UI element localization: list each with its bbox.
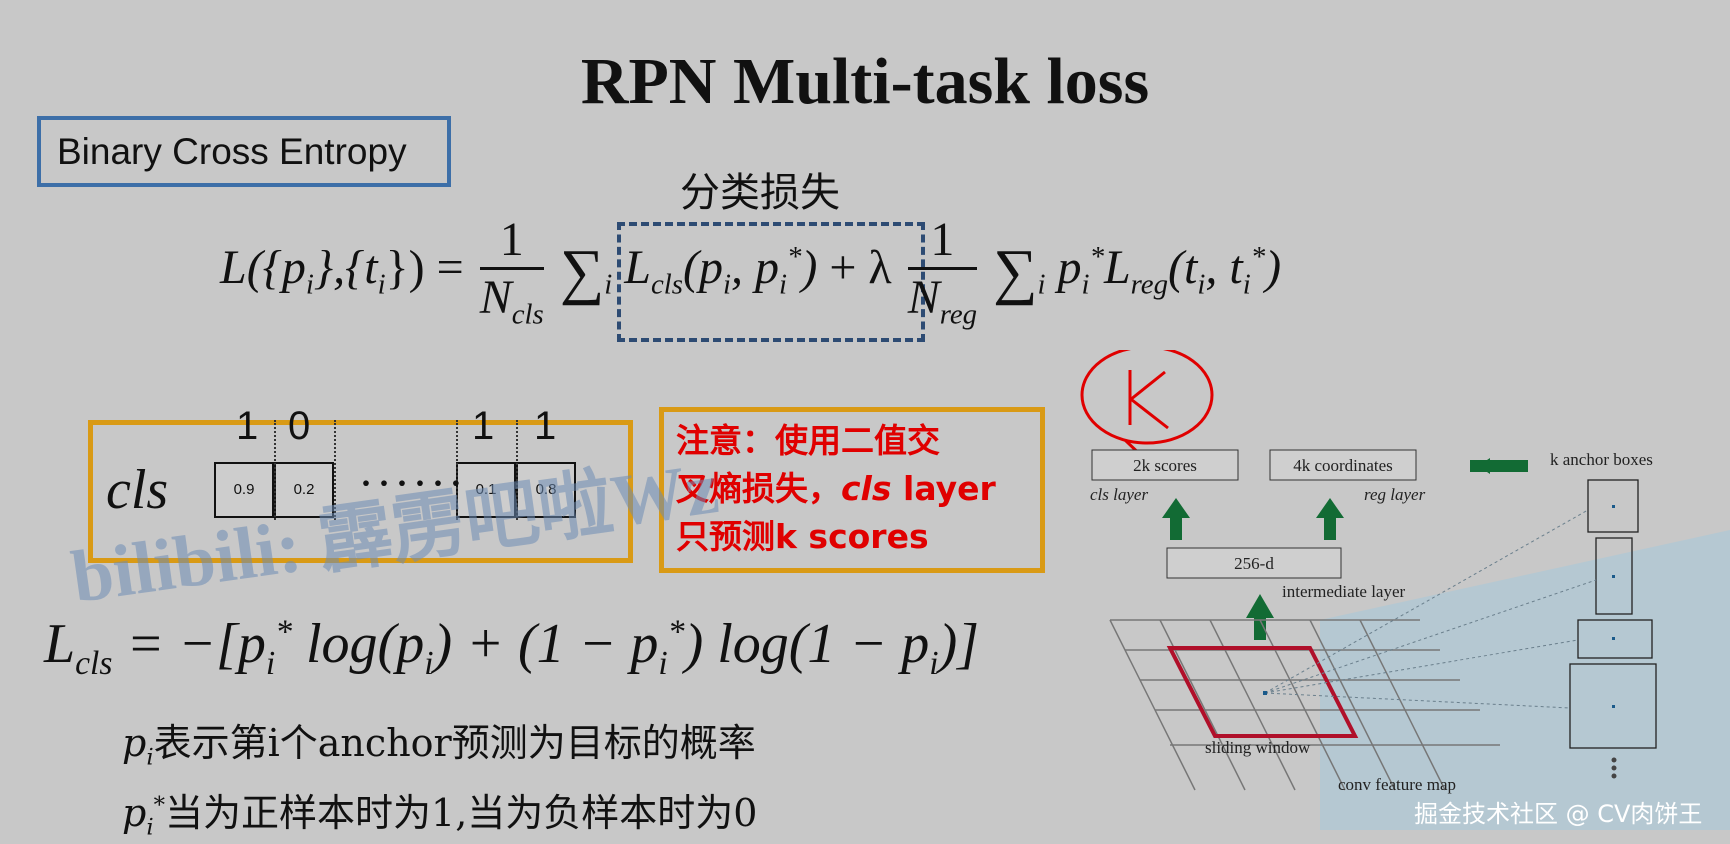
cls-label: cls xyxy=(106,459,169,521)
desc-pi-star: pi*当为正样本时为1,当为负样本时为0 xyxy=(122,791,758,841)
slide-title: RPN Multi-task loss xyxy=(580,45,1150,118)
reg-layer-label: reg layer xyxy=(1364,485,1426,504)
note-line-3: 只预测k scores xyxy=(676,517,929,556)
bce-label-box: Binary Cross Entropy xyxy=(37,116,451,187)
scores-label: 2k scores xyxy=(1133,456,1197,475)
note-line-1: 注意：使用二值交 xyxy=(676,421,940,460)
divider-dotted xyxy=(456,420,458,520)
intermediate-label: intermediate layer xyxy=(1282,582,1406,601)
label-bit-3: 1 xyxy=(472,404,495,448)
anchor-projection-shade xyxy=(1320,530,1730,830)
rpn-diagram: 2k scores 4k coordinates cls layer reg l… xyxy=(1080,350,1730,830)
ellipsis: ······ xyxy=(358,457,466,510)
score-cell-4: 0.8 xyxy=(516,462,576,518)
label-bit-2: 0 xyxy=(288,404,311,448)
divider-dotted xyxy=(274,420,276,520)
score-cell-1: 0.9 xyxy=(214,462,274,518)
label-bit-1: 1 xyxy=(236,404,259,448)
sliding-window-label: sliding window xyxy=(1205,738,1311,757)
cls-loss-dashed-box xyxy=(617,222,925,342)
divider-dotted xyxy=(516,420,518,520)
vertical-ellipsis-icon xyxy=(1611,757,1617,779)
divider-dotted xyxy=(334,420,336,520)
handwritten-k xyxy=(1123,370,1169,464)
label-bit-4: 1 xyxy=(534,404,557,448)
anchor-boxes xyxy=(1569,479,1657,749)
score-cell-2: 0.2 xyxy=(274,462,334,518)
window-center-dot xyxy=(1263,691,1267,695)
coords-label: 4k coordinates xyxy=(1293,456,1393,475)
sliding-window-box xyxy=(1166,646,1359,738)
d256-box xyxy=(1166,547,1342,579)
anchor-boxes-label: k anchor boxes xyxy=(1550,450,1653,469)
coords-box xyxy=(1269,449,1417,481)
footer-credit: 掘金技术社区 @ CV肉饼王 xyxy=(1414,800,1703,828)
cls-example-box xyxy=(88,420,633,563)
cls-loss-label: 分类损失 xyxy=(680,170,840,216)
desc-pi: pi表示第i个anchor预测为目标的概率 xyxy=(122,721,756,771)
scores-box xyxy=(1091,449,1239,481)
note-line-2: 叉熵损失，cls layer xyxy=(676,469,996,508)
note-box: 注意：使用二值交 叉熵损失，cls layer 只预测k scores xyxy=(659,407,1045,573)
d256-label: 256-d xyxy=(1234,554,1274,573)
conv-map-label: conv feature map xyxy=(1338,775,1456,794)
cls-layer-label: cls layer xyxy=(1090,485,1148,504)
cls-loss-formula: Lcls = −[pi* log(pi) + (1 − pi*) log(1 −… xyxy=(44,613,980,683)
handwritten-circle xyxy=(1080,350,1214,445)
arrow-icons xyxy=(1162,458,1528,640)
